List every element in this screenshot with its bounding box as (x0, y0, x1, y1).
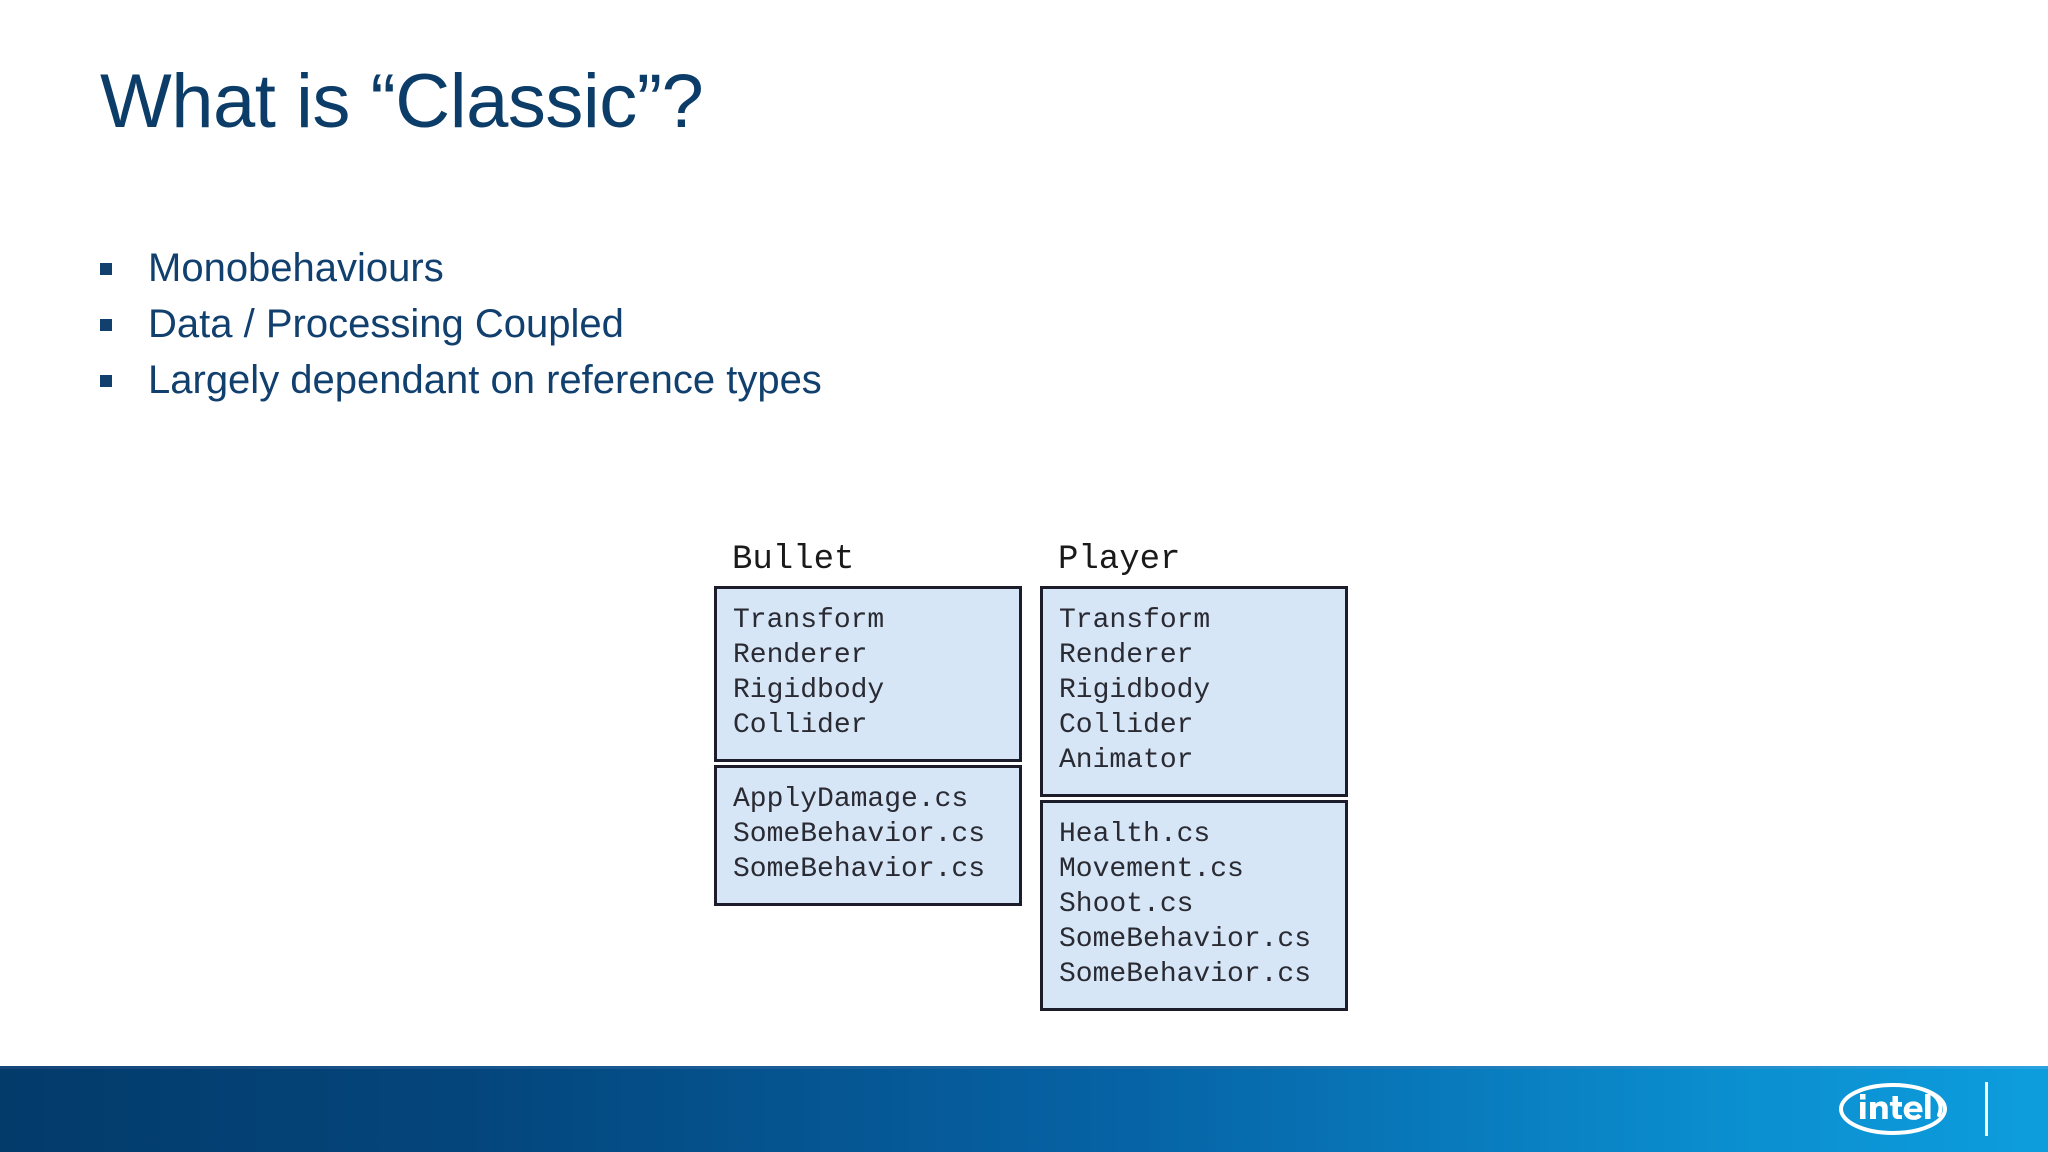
footer-bar (0, 1066, 2048, 1152)
square-bullet-icon (100, 319, 112, 331)
square-bullet-icon (100, 263, 112, 275)
list-item-label: Monobehaviours (148, 246, 444, 290)
script-item: Movement.cs (1059, 854, 1244, 885)
entity-components-box-bullet: Transform Renderer Rigidbody Collider (714, 586, 1022, 762)
entity-components-box-player: Transform Renderer Rigidbody Collider An… (1040, 586, 1348, 797)
component-item: Collider (1059, 710, 1194, 741)
entity-column-bullet: Bullet Transform Renderer Rigidbody Coll… (714, 540, 1022, 906)
script-item: SomeBehavior.cs (733, 854, 986, 885)
entity-name-player: Player (1058, 541, 1181, 579)
list-item: Largely dependant on reference types (100, 357, 1300, 403)
script-item: Shoot.cs (1059, 889, 1194, 920)
footer-accent-line (0, 1066, 2048, 1069)
list-item-label: Data / Processing Coupled (148, 302, 624, 346)
footer-divider (1985, 1082, 1988, 1136)
footer-branding (1835, 1082, 1988, 1136)
component-item: Transform (1059, 605, 1211, 636)
script-item: SomeBehavior.cs (1059, 959, 1312, 990)
list-item: Monobehaviours (100, 245, 1300, 291)
script-item: SomeBehavior.cs (733, 819, 986, 850)
square-bullet-icon (100, 375, 112, 387)
component-item: Renderer (1059, 640, 1194, 671)
script-item: ApplyDamage.cs (733, 784, 969, 815)
page-title: What is “Classic”? (100, 59, 704, 144)
script-item: SomeBehavior.cs (1059, 924, 1312, 955)
list-item: Data / Processing Coupled (100, 301, 1300, 347)
component-item: Transform (733, 605, 885, 636)
entity-scripts-box-bullet: ApplyDamage.cs SomeBehavior.cs SomeBehav… (714, 765, 1022, 906)
component-item: Animator (1059, 745, 1194, 776)
entity-scripts-box-player: Health.cs Movement.cs Shoot.cs SomeBehav… (1040, 800, 1348, 1011)
entity-column-player: Player Transform Renderer Rigidbody Coll… (1040, 540, 1348, 1011)
component-item: Collider (733, 710, 868, 741)
component-item: Rigidbody (733, 675, 885, 706)
component-item: Rigidbody (1059, 675, 1211, 706)
component-item: Renderer (733, 640, 868, 671)
list-item-label: Largely dependant on reference types (148, 358, 822, 402)
entity-name-bullet: Bullet (732, 541, 855, 579)
script-item: Health.cs (1059, 819, 1211, 850)
bullet-list: Monobehaviours Data / Processing Coupled… (100, 245, 1300, 413)
intel-logo (1839, 1083, 1947, 1135)
